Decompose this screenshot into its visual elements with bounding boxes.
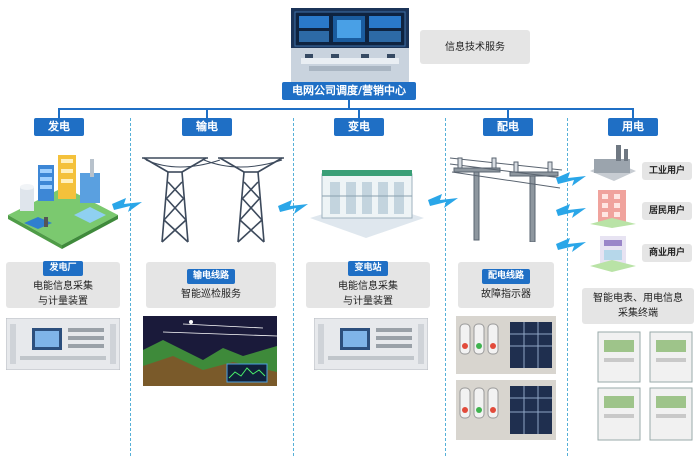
lightning-icon [428,194,458,208]
transmission-towers-illustration [138,148,288,248]
divider-4 [567,118,568,456]
sector-title-transmission: 输电 [182,118,232,136]
connector-drop-2 [206,108,208,118]
residential-building-icon [588,186,638,228]
control-center-image [291,8,409,82]
user-label-industrial: 工业用户 [642,162,692,180]
it-service-box: 信息技术服务 [420,30,530,64]
desc-line1-generation: 电能信息采集 [33,281,93,292]
connector-vertical [348,100,350,110]
connector-drop-4 [507,108,509,118]
desc-box-consumption: 智能电表、用电信息 采集终端 [582,288,694,324]
connector-drop-3 [358,108,360,118]
lightning-icon [556,238,586,252]
it-service-label: 信息技术服务 [445,41,505,53]
power-plant-illustration [4,145,122,250]
desc-line1-distribution: 故障指示器 [481,288,531,300]
sub-tag-generation: 发电厂 [43,261,83,276]
sector-title-distribution: 配电 [483,118,533,136]
connector-horizontal [58,108,633,110]
desc-box-transmission: 输电线路 智能巡检服务 [146,262,276,308]
user-label-commercial: 商业用户 [642,244,692,262]
desc-line1-substation: 电能信息采集 [338,281,398,292]
smart-meters-image [596,330,696,442]
sub-tag-substation: 变电站 [348,261,388,276]
lightning-icon [112,198,142,212]
desc-line2-substation: 与计量装置 [343,296,393,307]
sub-tag-distribution: 配电线路 [481,268,530,284]
connector-drop-1 [58,108,60,118]
inspection-image [143,316,278,386]
lightning-icon [556,172,586,186]
industrial-building-icon [588,143,638,183]
desc-line2-consumption: 采集终端 [618,308,658,319]
commercial-building-icon [588,230,638,272]
lightning-icon [556,204,586,218]
sector-title-substation: 变电 [334,118,384,136]
metering-device-image-1 [5,317,121,371]
connector-drop-5 [632,108,634,118]
center-title-tag: 电网公司调度/营销中心 [282,82,416,100]
desc-line2-generation: 与计量装置 [38,296,88,307]
desc-box-distribution: 配电线路 故障指示器 [458,262,554,308]
desc-box-substation: 变电站 电能信息采集 与计量装置 [306,261,430,308]
sector-title-consumption: 用电 [608,118,658,136]
metering-device-image-2 [313,317,429,371]
divider-2 [293,118,294,456]
divider-1 [130,118,131,456]
user-label-residential: 居民用户 [642,202,692,220]
distribution-line-illustration [448,150,564,243]
fault-indicator-image [456,316,556,440]
center-title: 电网公司调度/营销中心 [291,84,407,97]
sub-tag-transmission: 输电线路 [186,268,235,284]
desc-line1-transmission: 智能巡检服务 [181,288,241,300]
lightning-icon [278,200,308,214]
desc-box-generation: 发电厂 电能信息采集 与计量装置 [6,261,120,308]
divider-3 [445,118,446,456]
sector-title-generation: 发电 [34,118,84,136]
substation-illustration [308,160,426,240]
desc-line1-consumption: 智能电表、用电信息 [593,293,683,304]
